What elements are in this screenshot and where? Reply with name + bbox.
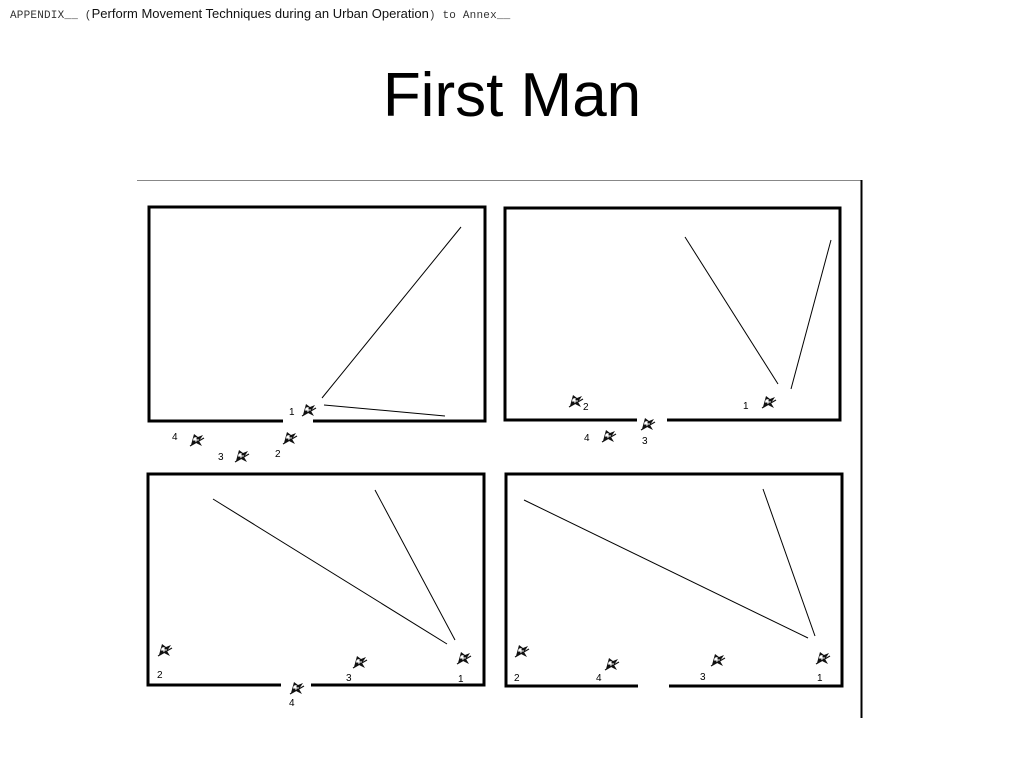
room-wall xyxy=(147,205,487,423)
soldier-icon xyxy=(301,403,317,417)
panel-1: 1 2 3 4 xyxy=(147,205,487,463)
sector-line xyxy=(523,499,809,639)
soldier-label: 3 xyxy=(346,673,352,684)
sector-line xyxy=(374,489,456,641)
soldier-label: 1 xyxy=(817,673,823,684)
soldier-label: 2 xyxy=(157,670,163,681)
slide-title: First Man xyxy=(382,61,642,130)
soldier-icon xyxy=(601,429,617,443)
sector-line xyxy=(790,239,832,390)
soldier-label: 3 xyxy=(642,436,648,447)
soldier-icon xyxy=(282,431,298,445)
soldier-label: 3 xyxy=(218,452,224,463)
appendix-header: APPENDIX__ (Perform Movement Techniques … xyxy=(10,6,510,22)
sector-line xyxy=(762,488,816,637)
room-wall xyxy=(503,206,842,422)
soldier-label: 1 xyxy=(289,407,295,418)
panel-2: 1 2 3 4 xyxy=(503,206,842,447)
soldier-icon xyxy=(640,417,656,431)
soldier-icon xyxy=(710,653,726,667)
soldier-label: 2 xyxy=(275,449,281,460)
soldier-icon xyxy=(352,655,368,669)
soldier-label: 1 xyxy=(743,401,749,412)
header-prefix: APPENDIX__ ( xyxy=(10,10,92,22)
soldier-icon xyxy=(289,681,305,695)
soldier-icon xyxy=(568,394,584,408)
soldier-label: 4 xyxy=(584,433,590,444)
soldier-label: 2 xyxy=(514,673,520,684)
soldier-icon xyxy=(604,657,620,671)
soldier-label: 4 xyxy=(596,673,602,684)
header-suffix: ) to Annex__ xyxy=(428,10,511,22)
soldier-icon xyxy=(234,449,250,463)
soldier-icon xyxy=(761,395,777,409)
sector-line xyxy=(684,236,779,385)
room-wall xyxy=(146,472,486,687)
soldier-icon xyxy=(189,433,205,447)
soldier-label: 1 xyxy=(458,674,464,685)
soldier-label: 4 xyxy=(172,432,178,443)
sector-line xyxy=(321,226,462,399)
panel-4: 1 2 3 4 xyxy=(504,472,844,688)
soldier-label: 2 xyxy=(583,402,589,413)
sector-line xyxy=(212,498,448,645)
panel-3: 1 2 3 4 xyxy=(146,472,486,709)
soldier-icon xyxy=(456,651,472,665)
room-wall xyxy=(504,472,844,688)
soldier-icon xyxy=(157,643,173,657)
soldier-icon xyxy=(514,644,530,658)
soldier-label: 3 xyxy=(700,672,706,683)
sector-line xyxy=(323,404,446,417)
header-subject: Perform Movement Techniques during an Ur… xyxy=(91,6,429,21)
soldier-icon xyxy=(815,651,831,665)
soldier-label: 4 xyxy=(289,698,295,709)
